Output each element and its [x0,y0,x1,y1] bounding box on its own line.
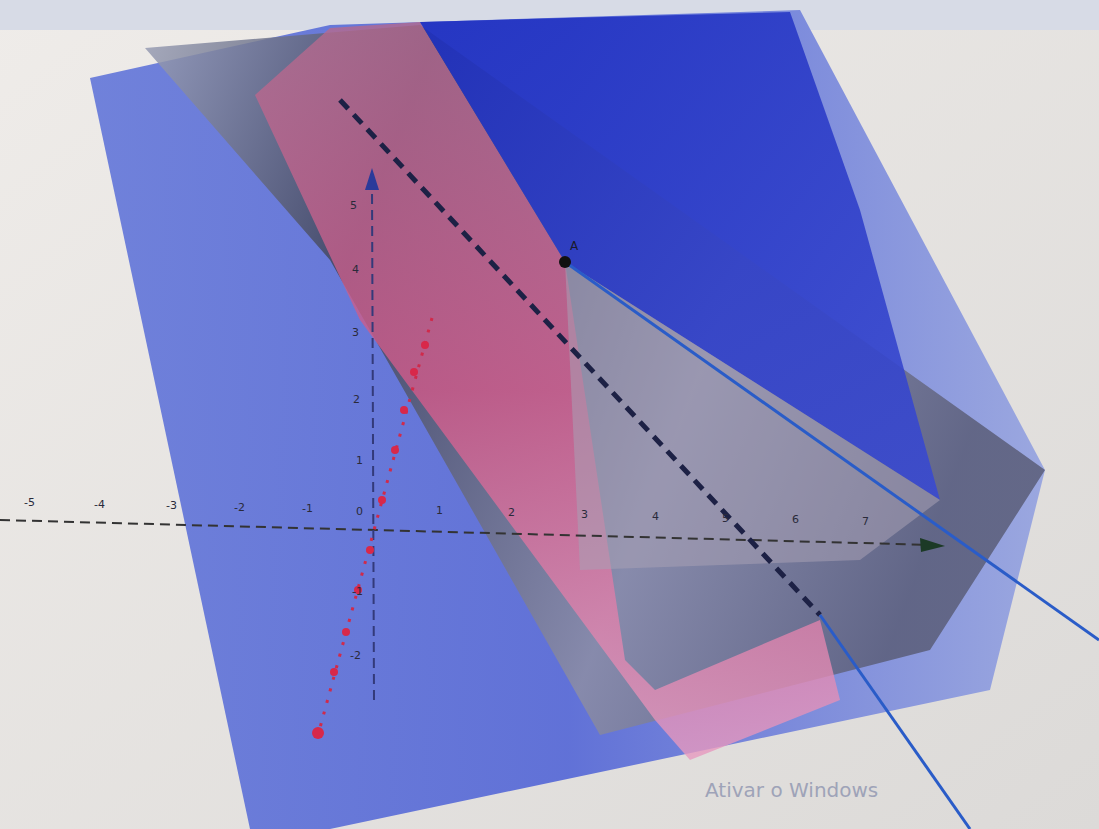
axis-tick-label: -4 [94,499,105,510]
axis-tick-label: 2 [353,394,360,405]
axis-tick-label: -5 [24,497,35,508]
axis-tick-label: -3 [166,500,177,511]
axis-tick-label: 6 [792,514,799,525]
axis-tick-label: 3 [581,509,588,520]
axis-tick-label: 5 [350,200,357,211]
axis-tick-label: 1 [436,505,443,516]
axis-tick-label: 4 [352,264,359,275]
axis-tick-label: 2 [508,507,515,518]
axis-tick-label: -2 [350,650,361,661]
axis-tick-label: 4 [652,511,659,522]
watermark: Ativar o Windows [705,780,878,800]
axis-tick-label: 3 [352,327,359,338]
axis-tick-label: -1 [352,586,363,597]
point-label: A [570,240,578,252]
axis-tick-label: 5 [722,513,729,524]
axis-tick-label: 7 [862,516,869,527]
axis-tick-label: -1 [302,503,313,514]
axis-tick-label: 0 [356,506,363,517]
axis-tick-label: 1 [356,455,363,466]
axis-tick-label: -2 [234,502,245,513]
